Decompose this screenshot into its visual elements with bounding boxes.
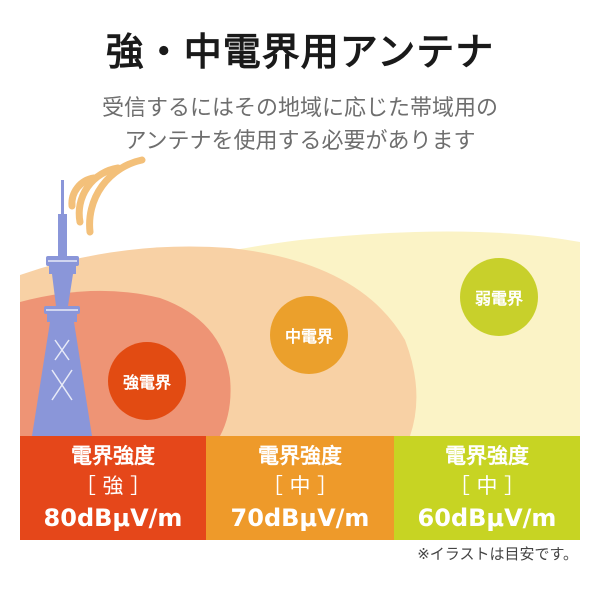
strong-field-label: 強電界 [122,373,171,392]
subtitle-line-2: アンテナを使用する必要があります [124,129,476,154]
illustration-note: ※イラストは目安です。 [417,545,578,563]
band-heading: 電界強度 [445,444,529,468]
page-title: 強・中電界用アンテナ [105,30,495,74]
radio-wave-icon [68,156,146,236]
band-level: ［ 強 ］ [74,474,152,498]
band-value: 70dBμV/m [230,504,370,532]
band-level: ［ 中 ］ [448,474,526,498]
band-level: ［ 中 ］ [261,474,339,498]
strength-band-weak: 電界強度 ［ 中 ］ 60dBμV/m [394,436,580,540]
subtitle: 受信するにはその地域に応じた帯域用の アンテナを使用する必要があります [0,92,600,158]
band-value: 60dBμV/m [417,504,557,532]
band-value: 80dBμV/m [43,504,183,532]
band-heading: 電界強度 [71,444,155,468]
weak-field-badge: 弱電界 [460,258,538,336]
medium-field-badge: 中電界 [270,296,348,374]
strength-band-strong: 電界強度 ［ 強 ］ 80dBμV/m [20,436,206,540]
strong-field-badge: 強電界 [108,342,186,420]
subtitle-line-1: 受信するにはその地域に応じた帯域用の [101,96,498,121]
weak-field-label: 弱電界 [474,289,523,308]
strength-band-medium: 電界強度 ［ 中 ］ 70dBμV/m [206,436,394,540]
medium-field-label: 中電界 [284,327,333,346]
band-heading: 電界強度 [258,444,342,468]
broadcast-tower-icon [32,180,92,436]
